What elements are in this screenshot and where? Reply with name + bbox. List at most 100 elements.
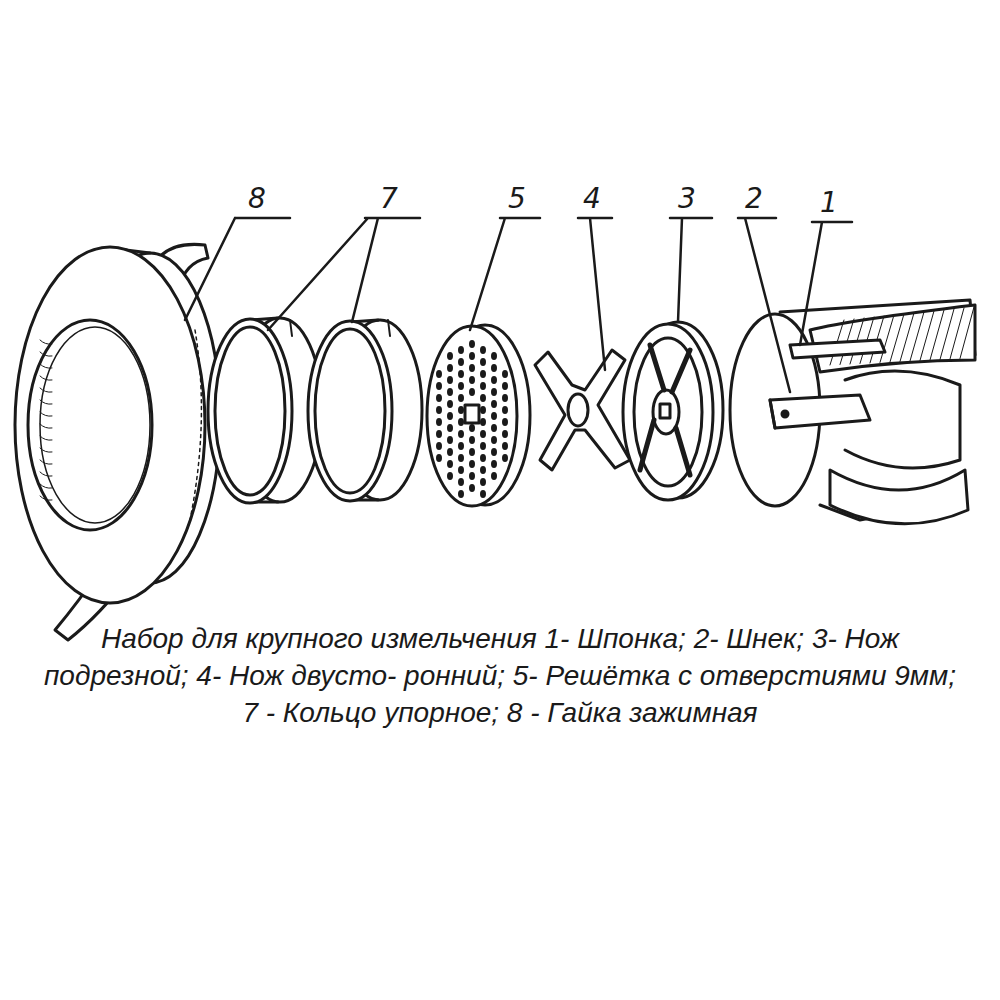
grid-hole [480,370,486,378]
grid-hole [480,406,486,414]
grid-hole [502,406,508,414]
grid-hole [469,460,475,468]
grid-hole [436,430,442,438]
grid-hole [469,376,475,384]
thread-line [40,484,52,488]
grid-hole [447,460,453,468]
grid-hole [480,454,486,462]
grid-hole [480,430,486,438]
grid-hole [436,370,442,378]
grid-hole [458,466,464,474]
grid-hole [491,400,497,408]
grid-hole [447,472,453,480]
grid-hole [447,352,453,360]
grid-hole [480,442,486,450]
grid-hole [469,364,475,372]
grid-hole [491,424,497,432]
grid-hole [458,394,464,402]
grid-hole [436,394,442,402]
grid-hole [447,364,453,372]
callout-number: 8 [248,184,266,214]
grid-hole [480,478,486,486]
grid-hole [480,466,486,474]
grid-hole [480,346,486,354]
grid-hole [458,406,464,414]
grid-hole [480,490,486,498]
clamping-nut [15,244,220,640]
grid-hole [436,382,442,390]
grid-hole [502,454,508,462]
thread-line [40,400,52,404]
thread-line [40,376,52,380]
leader-lines [185,218,852,392]
thread-line [40,340,52,344]
callout-number: 4 [583,184,601,214]
thread-line [40,460,52,464]
thread-line [40,496,52,500]
grinder-housing [730,300,975,524]
grid-hole [480,382,486,390]
callout-number: 1 [820,188,838,218]
grid-hole [491,460,497,468]
grid-hole [458,346,464,354]
grid-hole [491,364,497,372]
grid-hole [458,478,464,486]
grid-hole [491,412,497,420]
grid-hole [447,448,453,456]
grid-hole [447,376,453,384]
grid-hole [469,472,475,480]
grid-hole [458,430,464,438]
grid-hole [491,436,497,444]
thread-line [40,424,52,428]
grid-hole [469,436,475,444]
cutting-knife [623,322,723,500]
grid-hole [436,418,442,426]
thread-line [40,448,52,452]
callout-number: 7 [380,184,398,214]
grid-hole [480,418,486,426]
grid-hole [502,418,508,426]
grid-hole [436,454,442,462]
thrust-rings [208,318,422,503]
thread-line [40,472,52,476]
grid-hole [458,358,464,366]
thread-line [40,412,52,416]
grid-plate [427,325,530,506]
grid-hole [458,418,464,426]
grid-hole [502,394,508,402]
thread-line [40,364,52,368]
grid-hole [458,382,464,390]
callout-number: 5 [508,184,526,214]
callout-number: 2 [745,184,763,214]
grid-hole [491,352,497,360]
grid-hole [469,352,475,360]
grid-hole [502,430,508,438]
grid-hole [491,388,497,396]
grid-hole [491,376,497,384]
grid-hole [502,370,508,378]
grid-hole [458,490,464,498]
grid-hole [502,382,508,390]
grid-hole [458,454,464,462]
grid-hole [447,388,453,396]
grid-hole [480,394,486,402]
grid-hole [469,448,475,456]
grid-hole [447,412,453,420]
figure-caption: Набор для крупного измельчения 1- Шпонка… [40,620,960,731]
grid-hole [491,448,497,456]
thread-line [40,436,52,440]
thread-line [40,352,52,356]
grid-hole [447,424,453,432]
grid-hole [502,442,508,450]
grid-hole [469,424,475,432]
grid-hole [458,370,464,378]
grid-hole [469,340,475,348]
grid-hole [458,442,464,450]
callout-number: 3 [678,184,696,214]
grid-hole [436,442,442,450]
hatch-line [960,307,974,359]
grid-hole [447,436,453,444]
grid-hole [491,472,497,480]
grid-hole [480,358,486,366]
